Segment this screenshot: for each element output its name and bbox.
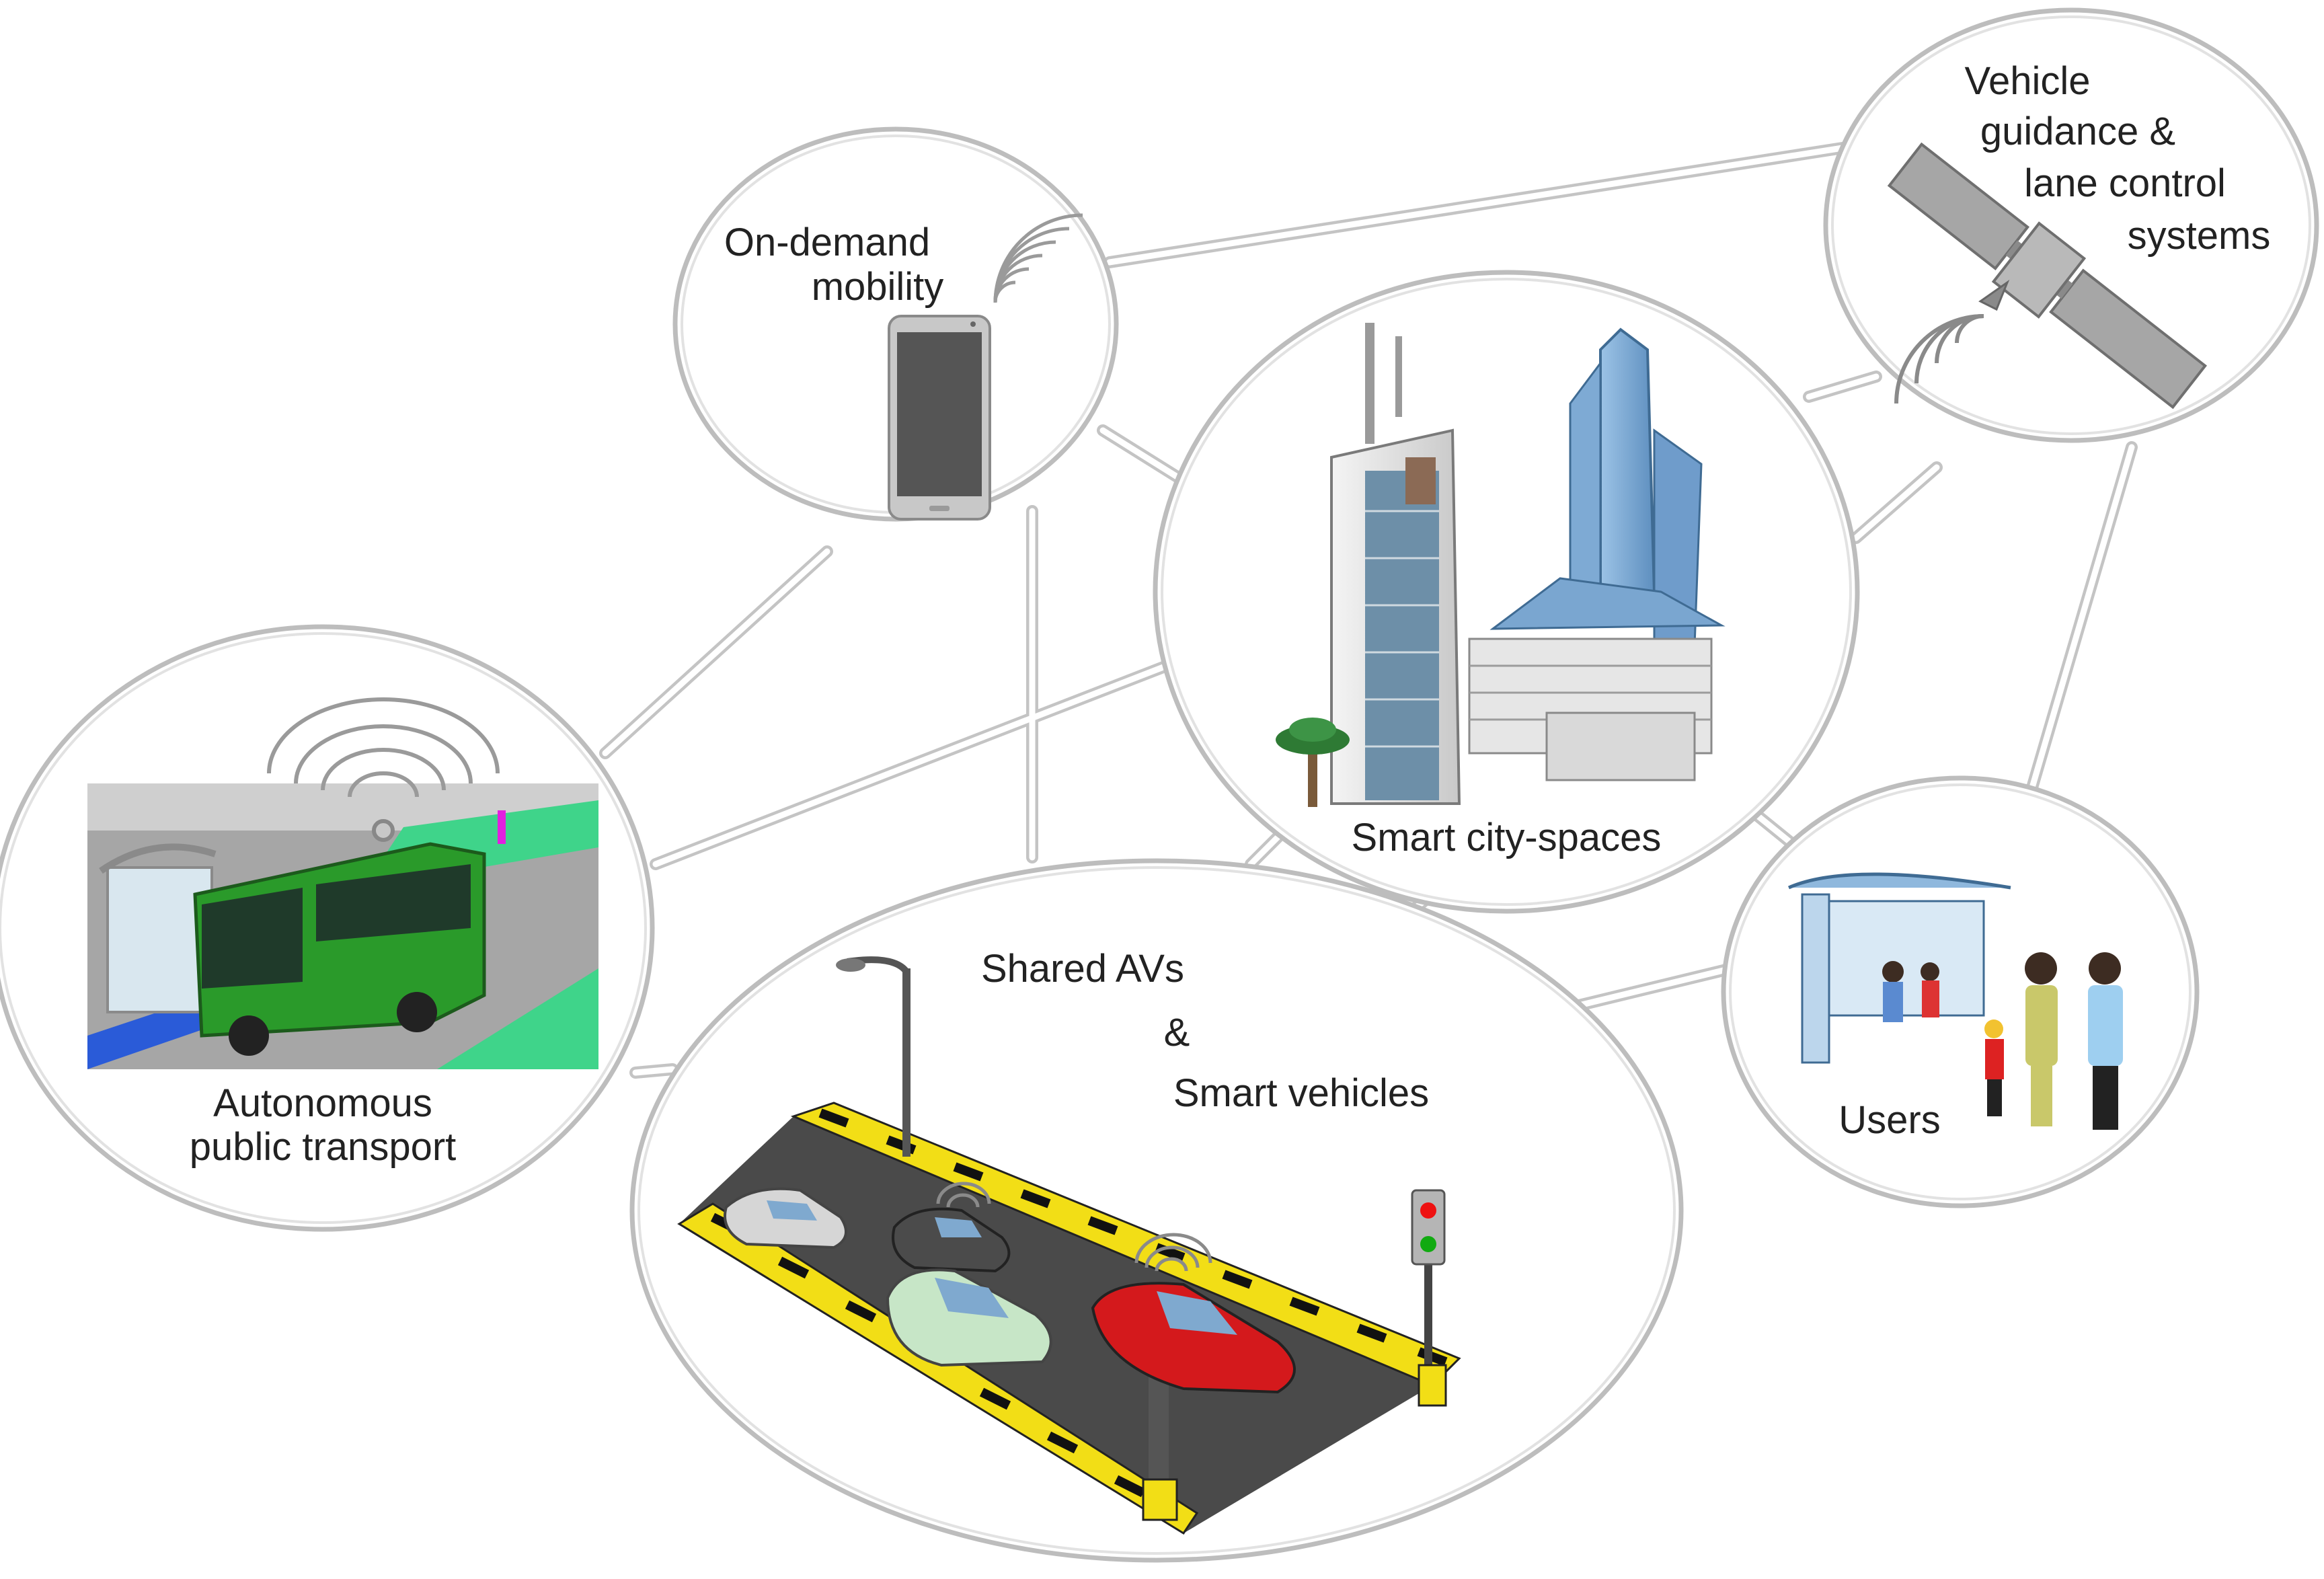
- smart-city-label: Smart city-spaces: [1352, 816, 1662, 859]
- shared-avs-label-line1: Shared AVs: [981, 947, 1184, 991]
- shared-avs-label-line3: Smart vehicles: [1173, 1071, 1429, 1115]
- vehicle-guidance-label-line1: Vehicle: [1964, 59, 2090, 103]
- node-vehicle-guidance: Vehicle guidance & lane control systems: [1823, 7, 2319, 443]
- public-transport-label-line2: public transport: [190, 1125, 457, 1169]
- green-car-icon: [886, 1268, 1052, 1367]
- node-users: Users: [1721, 775, 2200, 1208]
- wifi-signal-icon: [936, 1182, 1212, 1272]
- vehicle-guidance-label-line2: guidance &: [1980, 110, 2175, 153]
- vehicle-guidance-label-line4: systems: [2128, 214, 2271, 258]
- bus-scene: [87, 783, 598, 1069]
- on-demand-label-line1: On-demand: [724, 221, 930, 264]
- smartphone-icon: [888, 315, 991, 521]
- bus-shelter-icon: [1787, 872, 2011, 1064]
- people-icon: [1882, 952, 2123, 1130]
- traffic-light-icon: [1411, 1189, 1447, 1407]
- on-demand-label-line2: mobility: [812, 265, 944, 309]
- dark-car-icon: [892, 1207, 1011, 1273]
- node-smart-city-spaces: Smart city-spaces: [1153, 270, 1860, 914]
- silver-car-icon: [724, 1187, 847, 1249]
- low-building-icon: [1468, 638, 1713, 781]
- shared-avs-label-line2: &: [1164, 1011, 1190, 1054]
- satellite-icon: [1887, 142, 2208, 410]
- vehicle-guidance-label-line3: lane control: [2024, 161, 2226, 205]
- palm-tree-icon: [1276, 718, 1350, 807]
- node-shared-avs: Shared AVs & Smart vehicles: [629, 858, 1684, 1563]
- users-label: Users: [1838, 1098, 1940, 1142]
- node-autonomous-public-transport: Autonomous public transport: [0, 624, 655, 1232]
- wifi-signal-icon: [993, 213, 1083, 303]
- node-on-demand-mobility: On-demand mobility: [672, 126, 1119, 522]
- street-lamp-icon: [836, 956, 911, 1157]
- red-car-icon: [1091, 1282, 1296, 1394]
- road-scene: [677, 956, 1461, 1535]
- skyscraper-white-icon: [1330, 323, 1461, 805]
- wifi-signal-icon: [267, 697, 500, 842]
- skyscraper-blue-icon: [1489, 328, 1726, 647]
- signal-waves-icon: [1894, 314, 1984, 404]
- public-transport-label-line1: Autonomous: [213, 1081, 432, 1125]
- bus-icon: [193, 842, 486, 1056]
